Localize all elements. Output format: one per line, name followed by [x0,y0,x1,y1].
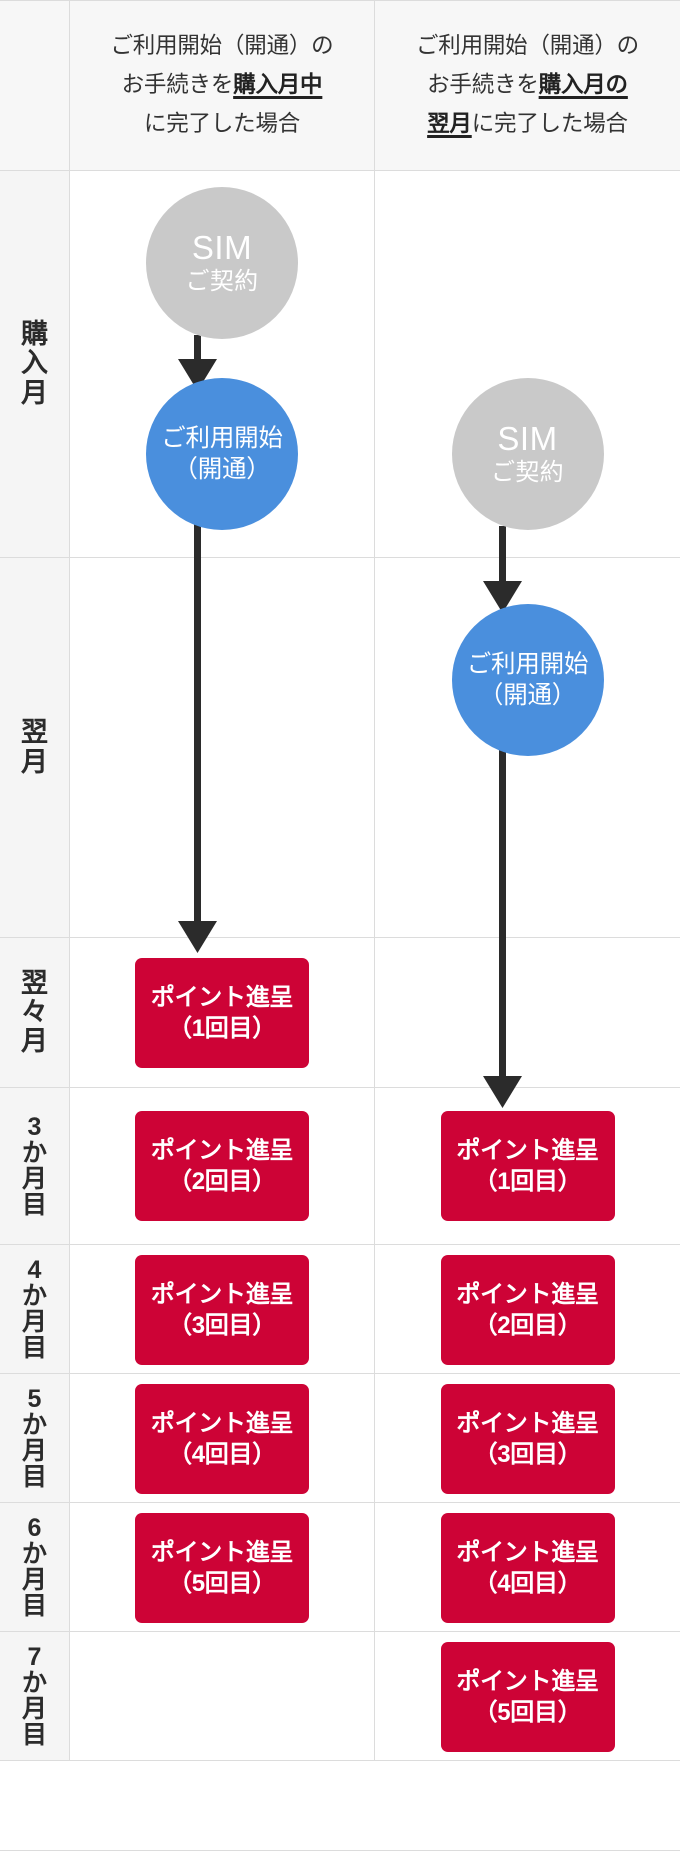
row-label-month-7: 7 か 月 目 [0,1632,70,1760]
table-row: 5 か 月 目 ポイント進呈 （4回目） ポイント進呈 （3回目） [0,1374,680,1503]
row-label-text: 翌 々 月 [21,967,48,1057]
table-header-row: ご利用開始（開通）の お手続きを購入月中 に完了した場合 ご利用開始（開通）の … [0,1,680,171]
badge-line2: （2回目） [473,1312,582,1339]
badge-line1: ポイント進呈 [456,1136,599,1164]
badge-line1: ポイント進呈 [150,1136,294,1164]
node-service-start-line1: ご利用開始 [161,424,283,452]
badge-point-grant: ポイント進呈 （2回目） [135,1111,309,1221]
table-row: 7 か 月 目 ポイント進呈 （5回目） [0,1632,680,1761]
row-label-next-month: 翌 月 [0,558,70,937]
header-col1-line3: に完了した場合 [143,110,301,136]
badge-point-grant: ポイント進呈 （3回目） [440,1384,615,1494]
node-sim-sublabel: ご契約 [185,267,259,295]
badge-line2: （2回目） [168,1168,276,1195]
badge-line1: ポイント進呈 [150,1409,294,1437]
node-sim-contract: SIM ご契約 [146,187,298,339]
cell-col1-month-5: ポイント進呈 （4回目） [70,1374,375,1502]
badge-point-grant: ポイント進呈 （4回目） [135,1384,309,1494]
cell-col1-month-after-next: ポイント進呈 （1回目） [70,938,375,1087]
cell-col2-month-7: ポイント進呈 （5回目） [375,1632,680,1760]
header-cell-purchase-month: ご利用開始（開通）の お手続きを購入月中 に完了した場合 [70,1,375,170]
header-cell-next-month: ご利用開始（開通）の お手続きを購入月の 翌月に完了した場合 [375,1,680,170]
row-label-text: 購 入 月 [21,319,48,408]
row-label-text: 5 か 月 目 [21,1384,47,1492]
node-service-start: ご利用開始 （開通） [146,378,298,530]
cell-col2-month-5: ポイント進呈 （3回目） [375,1374,680,1502]
badge-line1: ポイント進呈 [150,1280,294,1308]
badge-line2: （5回目） [473,1699,582,1726]
table-row: 購 入 月 SIM ご契約 ご利用開始 （開通） SIM ご契約 [0,171,680,558]
table-row: 3 か 月 目 ポイント進呈 （2回目） ポイント進呈 （1回目） [0,1088,680,1245]
badge-line1: ポイント進呈 [150,983,294,1011]
cell-col2-month-6: ポイント進呈 （4回目） [375,1503,680,1631]
cell-col2-month-4: ポイント進呈 （2回目） [375,1245,680,1373]
header-text-col1: ご利用開始（開通）の お手続きを購入月中 に完了した場合 [110,27,333,143]
header-col2-line1: ご利用開始（開通）の [415,33,639,59]
header-col2-emphasis-a: 購入月の [538,72,628,98]
badge-line1: ポイント進呈 [150,1538,294,1566]
table-row: 翌 月 ご利用開始 （開通） [0,558,680,938]
cell-col1-month-3: ポイント進呈 （2回目） [70,1088,375,1244]
header-col2-emphasis-b: 翌月 [427,110,472,136]
node-sim-contract: SIM ご契約 [451,378,604,530]
header-col1-line2-pre: お手続きを [121,72,234,98]
badge-line1: ポイント進呈 [456,1538,599,1566]
badge-line1: ポイント進呈 [456,1667,599,1695]
cell-col2-next-month: ご利用開始 （開通） [375,558,680,937]
badge-point-grant: ポイント進呈 （5回目） [135,1513,309,1623]
header-col2-line3-post: に完了した場合 [471,110,628,136]
row-label-month-6: 6 か 月 目 [0,1503,70,1631]
table-row: 6 か 月 目 ポイント進呈 （5回目） ポイント進呈 （4回目） [0,1503,680,1632]
node-sim-label: SIM [497,419,558,457]
row-label-text: 翌 月 [21,717,48,777]
cell-col2-month-3: ポイント進呈 （1回目） [375,1088,680,1244]
table-row: 翌 々 月 ポイント進呈 （1回目） [0,938,680,1088]
node-service-start-line1: ご利用開始 [466,650,589,678]
badge-line2: （5回目） [168,1570,276,1597]
row-label-text: 6 か 月 目 [21,1513,47,1621]
row-label-month-after-next: 翌 々 月 [0,938,70,1087]
header-col1-line1: ご利用開始（開通）の [110,33,334,59]
badge-point-grant: ポイント進呈 （4回目） [440,1513,615,1623]
row-label-text: 7 か 月 目 [21,1642,47,1750]
badge-line1: ポイント進呈 [456,1280,599,1308]
node-sim-sublabel: ご契約 [491,458,564,486]
cell-col1-purchase-month: SIM ご契約 ご利用開始 （開通） [70,171,375,557]
badge-point-grant: ポイント進呈 （1回目） [440,1111,615,1221]
node-sim-label: SIM [191,228,253,266]
badge-line2: （4回目） [473,1570,582,1597]
header-col1-emphasis: 購入月中 [233,72,323,98]
row-label-month-5: 5 か 月 目 [0,1374,70,1502]
badge-point-grant: ポイント進呈 （2回目） [440,1255,615,1365]
header-text-col2: ご利用開始（開通）の お手続きを購入月の 翌月に完了した場合 [416,27,639,143]
badge-point-grant: ポイント進呈 （1回目） [135,958,309,1068]
table-row: 4 か 月 目 ポイント進呈 （3回目） ポイント進呈 （2回目） [0,1245,680,1374]
row-label-purchase-month: 購 入 月 [0,171,70,557]
badge-point-grant: ポイント進呈 （5回目） [440,1642,615,1752]
badge-point-grant: ポイント進呈 （3回目） [135,1255,309,1365]
row-label-month-3: 3 か 月 目 [0,1088,70,1244]
node-service-start: ご利用開始 （開通） [451,604,604,756]
badge-line2: （3回目） [473,1441,582,1468]
row-label-text: 3 か 月 目 [21,1112,47,1220]
header-col2-line2-pre: お手続きを [427,72,539,98]
badge-line1: ポイント進呈 [456,1409,599,1437]
cell-col2-month-after-next [375,938,680,1087]
cell-col2-purchase-month: SIM ご契約 [375,171,680,557]
cell-col1-month-7 [70,1632,375,1760]
row-label-text: 4 か 月 目 [21,1255,47,1363]
badge-line2: （1回目） [168,1015,276,1042]
cell-col1-month-6: ポイント進呈 （5回目） [70,1503,375,1631]
cell-col1-month-4: ポイント進呈 （3回目） [70,1245,375,1373]
badge-line2: （4回目） [168,1441,276,1468]
badge-line2: （1回目） [473,1168,582,1195]
row-label-month-4: 4 か 月 目 [0,1245,70,1373]
node-service-start-line2: （開通） [478,682,577,709]
cell-col1-next-month [70,558,375,937]
header-corner-cell [0,1,70,170]
node-service-start-line2: （開通） [173,456,271,483]
badge-line2: （3回目） [168,1312,276,1339]
